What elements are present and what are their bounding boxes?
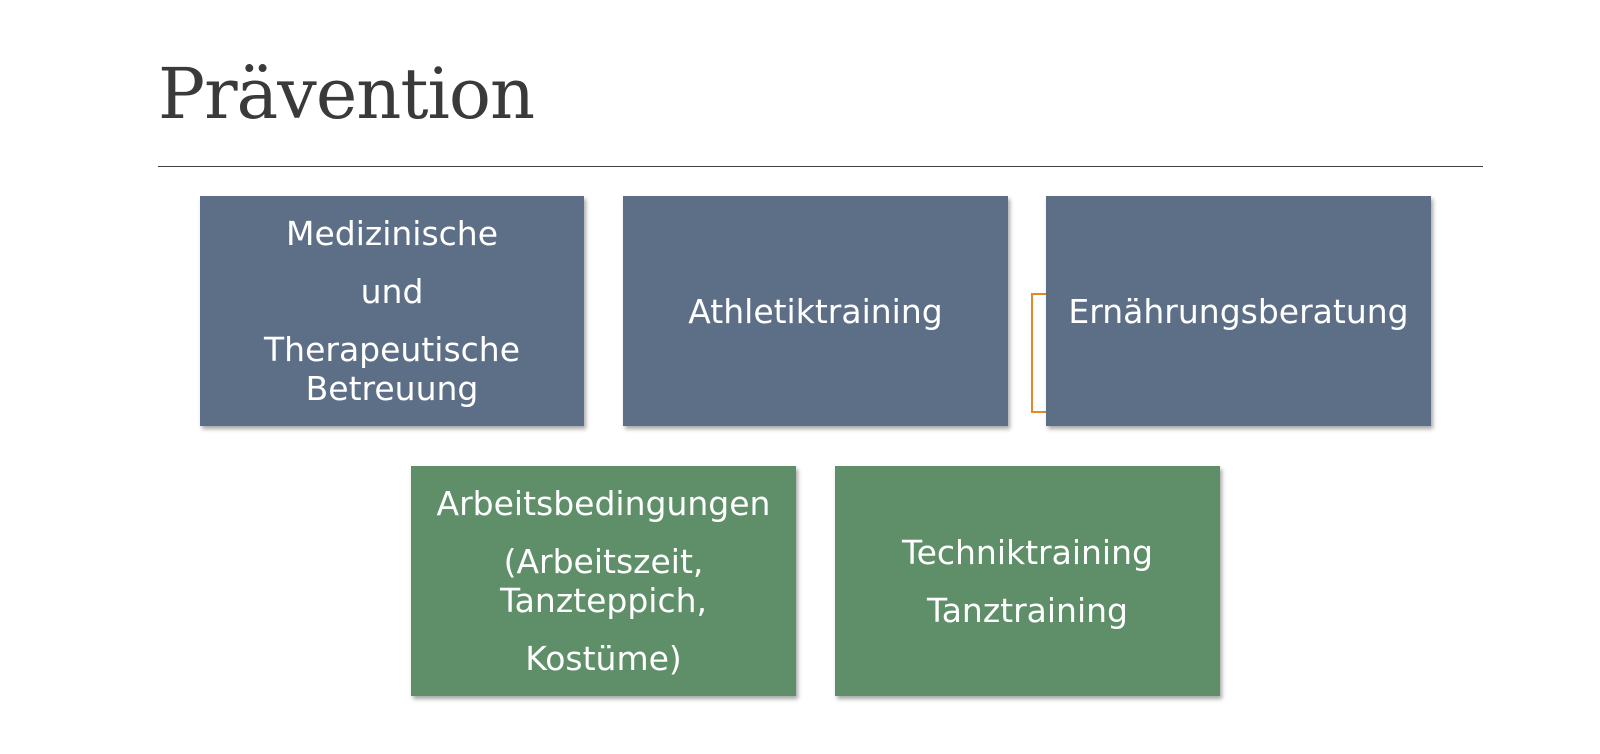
title-divider [158, 166, 1483, 167]
box-nutrition-counseling: Ernährungsberatung [1046, 196, 1431, 426]
box-text-line: Therapeutische [264, 330, 520, 369]
box-medical-therapeutic-care: Medizinische und Therapeutische Betreuun… [200, 196, 584, 426]
box-text-line: Kostüme) [525, 639, 682, 678]
box-technique-dance-training: Techniktraining Tanztraining [835, 466, 1220, 696]
box-working-conditions: Arbeitsbedingungen (Arbeitszeit, Tanztep… [411, 466, 796, 696]
box-text-line: Arbeitsbedingungen [436, 484, 771, 523]
box-text-line: Ernährungsberatung [1068, 291, 1409, 331]
box-text-line: Tanzteppich, [499, 581, 707, 620]
box-text-line: Athletiktraining [688, 291, 943, 331]
box-text-line: Tanztraining [927, 590, 1128, 630]
box-text-line: Medizinische [285, 214, 499, 253]
slide-title: Prävention [158, 53, 535, 135]
box-text-line: Techniktraining [902, 532, 1153, 572]
box-text-line: (Arbeitszeit, [503, 542, 704, 581]
box-text-line: Betreuung [305, 369, 479, 408]
box-text-line: und [360, 272, 424, 311]
box-athletic-training: Athletiktraining [623, 196, 1008, 426]
bracket-connector [1031, 293, 1051, 413]
